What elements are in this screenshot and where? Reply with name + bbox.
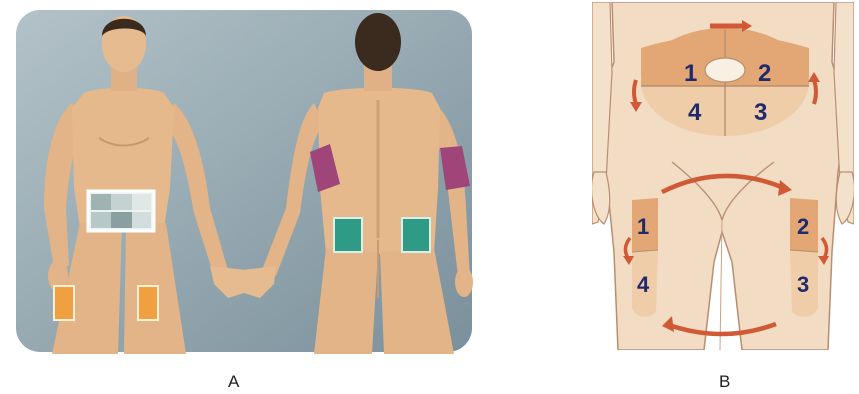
left-thigh-site-4-label: 4: [637, 272, 650, 297]
abdomen-left-arrow: [634, 80, 636, 104]
injection-sites-body-figure: [14, 8, 474, 354]
left-buttock-injection-site: [334, 218, 362, 252]
body-front-back-illustration: [14, 8, 474, 354]
abdomen-site-3-label: 3: [754, 99, 767, 126]
right-thigh-site-3-label: 3: [797, 272, 809, 297]
right-thigh-rotation-zone: 2 3: [790, 198, 818, 317]
left-thigh-injection-site: [54, 286, 74, 320]
left-thigh-site-1-label: 1: [637, 214, 649, 239]
abdomen-injection-site: [88, 191, 154, 231]
abdomen-site-2-label: 2: [758, 60, 771, 87]
abdomen-site-1-label: 1: [684, 60, 697, 87]
right-thigh-injection-site: [138, 286, 158, 320]
abdomen-right-arrow: [814, 80, 816, 104]
left-thigh-rotation-zone: 1 4: [632, 198, 658, 317]
right-thigh-site-2-label: 2: [797, 214, 809, 239]
injection-rotation-figure: 1 2 4 3 1 4 2 3: [592, 2, 854, 350]
panel-b-caption: B: [719, 372, 730, 392]
panel-a-caption: A: [228, 372, 239, 392]
abdomen-site-4-label: 4: [688, 99, 702, 126]
back-hair: [355, 13, 401, 71]
abdomen-rotation-zone: 1 2 4 3: [641, 28, 809, 136]
navel-exclusion-area: [705, 58, 745, 82]
right-buttock-injection-site: [402, 218, 430, 252]
rotation-illustration: 1 2 4 3 1 4 2 3: [592, 2, 854, 350]
